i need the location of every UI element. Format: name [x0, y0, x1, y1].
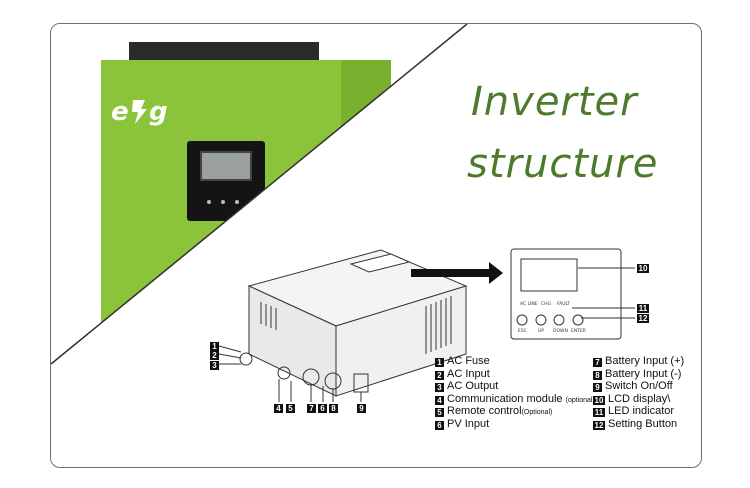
- callout-3: 3: [210, 361, 219, 370]
- callout-4: 4: [274, 404, 283, 413]
- brand-logo: e g: [111, 94, 191, 128]
- panel-label-chg: CHG: [541, 301, 552, 307]
- panel-label-ac-line: AC LINE: [520, 301, 538, 307]
- callout-12: 12: [637, 314, 649, 323]
- inverter-diagram: AC LINE CHG FAULT ESC UP DOWN ENTER: [218, 248, 635, 402]
- callout-10: 10: [637, 264, 649, 273]
- callout-6: 6: [318, 404, 327, 413]
- callout-1: 1: [210, 342, 219, 351]
- heading-line-2: structure: [467, 141, 659, 187]
- panel-label-esc: ESC: [518, 328, 527, 334]
- svg-text:e: e: [111, 97, 129, 127]
- panel-label-up: UP: [538, 328, 544, 334]
- panel-label-enter: ENTER: [571, 328, 586, 334]
- panel-label-fault: FAULT: [557, 301, 570, 307]
- panel-label-down: DOWN: [553, 328, 568, 334]
- callout-2: 2: [210, 351, 219, 360]
- callout-9: 9: [357, 404, 366, 413]
- heading-line-1: Inverter: [471, 79, 638, 125]
- inverter-photo: [51, 24, 468, 365]
- callout-11: 11: [637, 304, 649, 313]
- callout-7: 7: [307, 404, 316, 413]
- svg-text:g: g: [149, 97, 168, 127]
- callout-5: 5: [286, 404, 295, 413]
- callout-8: 8: [329, 404, 338, 413]
- product-card: e g Inverter structure: [50, 23, 702, 468]
